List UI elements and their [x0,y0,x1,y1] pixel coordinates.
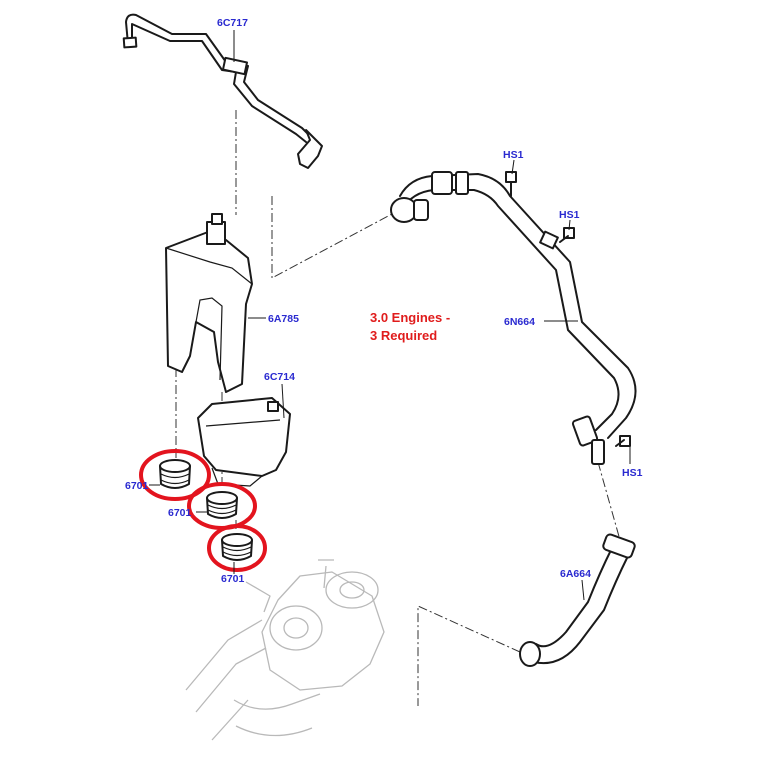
hose-end-collar [413,199,429,221]
hose-clamp-1 [431,171,453,195]
separator-port [206,221,226,245]
hose-mount-tab [539,230,559,250]
label-6701-3: 6701 [221,573,245,585]
tube-mid-bracket [221,56,249,76]
ventilation-tube-6c717 [122,13,323,169]
fastener-hs1-top [505,171,517,197]
highlight-ring-2 [187,482,257,530]
fastener-hs1-mid [559,227,575,243]
cap-6701-2 [206,491,238,519]
hose-joint-stub [591,439,605,465]
label-6701-1: 6701 [125,480,149,492]
separator-port-nipple [211,213,223,225]
highlight-rings [139,449,267,572]
label-6c714: 6C714 [264,371,295,383]
label-6701-2: 6701 [168,507,192,519]
cap-6701-1 [159,459,191,489]
engine-note: 3.0 Engines - 3 Required [370,310,450,343]
hose-clamp-2 [455,171,469,195]
centerline-hose-joint [597,461,621,541]
label-6n664: 6N664 [504,316,535,328]
oil-separator-6a785 [165,213,253,393]
hose-quick-connector [571,415,599,447]
label-hs1-low: HS1 [622,467,643,479]
hose-6n664 [390,171,637,465]
housing-6c714 [197,397,291,487]
label-hs1-top: HS1 [503,149,524,161]
centerline-hose-to-turbo [417,605,521,706]
engine-context-ghost [185,559,385,741]
highlight-ring-1 [139,449,211,501]
callout-leaders [149,30,631,601]
label-6a664: 6A664 [560,568,591,580]
label-hs1-mid: HS1 [559,209,580,221]
note-line-2: 3 Required [370,328,437,343]
housing-boss [267,401,279,412]
cap-6701-3 [221,533,253,561]
hose-6a664 [519,533,636,667]
callout-labels: 6C717 6A785 6C714 6701 6701 6701 HS1 HS1… [125,17,643,585]
label-6a785: 6A785 [268,313,299,325]
fastener-hs1-low [615,435,631,447]
centerline-separator-to-hose [271,196,393,279]
tube-end-connector [122,36,138,49]
note-line-1: 3.0 Engines - [370,310,450,325]
lower-hose-clamp [602,533,636,559]
highlight-ring-3 [207,524,267,572]
lower-hose-end [519,641,541,667]
tube-end-elbow [297,129,323,169]
label-6c717: 6C717 [217,17,248,29]
